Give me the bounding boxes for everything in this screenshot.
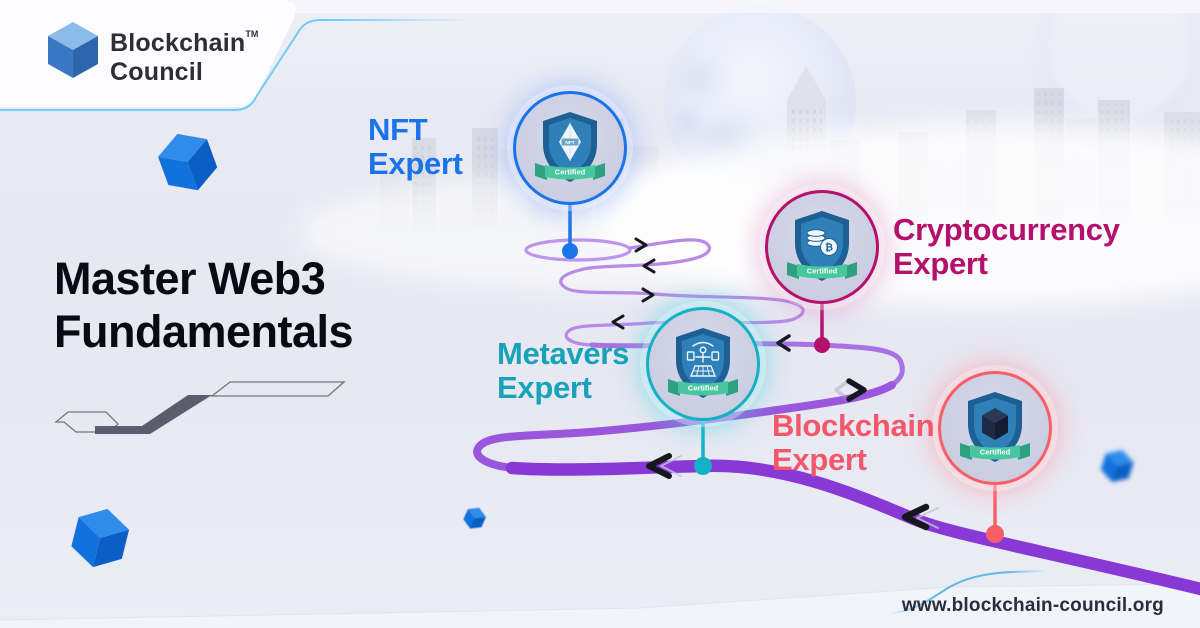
brand-logo: BlockchainTM Council (46, 18, 286, 90)
blockchain-cube-icon (982, 408, 1008, 440)
milestone-badge-cryptocurrency: ₿ Certified (765, 190, 879, 304)
badge-circle: Certified (646, 307, 760, 421)
svg-text:Certified: Certified (807, 267, 838, 276)
milestone-badge-blockchain: Certified (938, 371, 1052, 485)
svg-text:₿: ₿ (825, 242, 833, 254)
page-title: Master Web3 Fundamentals (54, 253, 354, 358)
path-direction-arrows (611, 237, 939, 531)
milestone-badge-metavers: Certified (646, 307, 760, 421)
website-url: www.blockchain-council.org (901, 595, 1164, 616)
decorative-cube-icon (1095, 444, 1139, 490)
metavers-shield-icon: Certified (668, 328, 738, 398)
cryptocurrency-shield-icon: ₿ Certified (787, 211, 857, 281)
nft-shield-icon: NFT Certified (535, 112, 605, 182)
zigzag-decoration (54, 381, 346, 434)
decorative-cube-icon (459, 502, 490, 534)
metaverse-vr-icon (686, 341, 720, 377)
brand-cube-icon (48, 22, 98, 78)
trademark: TM (245, 29, 259, 39)
decorative-cube-icon (149, 122, 228, 205)
decorative-cube-icon (63, 500, 137, 579)
milestone-dots (562, 243, 1004, 543)
accent-line-top (0, 19, 471, 111)
brand-name: BlockchainTM Council (110, 29, 259, 86)
nft-diamond-icon: NFT (559, 123, 581, 161)
badge-circle: ₿ Certified (765, 190, 879, 304)
accent-line-bottom (887, 570, 1045, 615)
certified-ribbon: Certified (787, 262, 857, 279)
certified-ribbon: Certified (668, 379, 738, 396)
certified-ribbon: Certified (535, 163, 605, 180)
svg-text:Certified: Certified (980, 448, 1011, 457)
blockchain-shield-icon: Certified (960, 392, 1030, 462)
badge-circle: NFT Certified (513, 91, 627, 205)
svg-text:Certified: Certified (688, 384, 719, 393)
svg-text:Certified: Certified (555, 168, 586, 177)
certified-ribbon: Certified (960, 443, 1030, 460)
bitcoin-coin-icon: ₿ (806, 229, 838, 256)
bottom-strip (0, 583, 1200, 628)
svg-text:NFT: NFT (565, 140, 574, 146)
badge-circle: Certified (938, 371, 1052, 485)
milestone-badge-nft: NFT Certified (513, 91, 627, 205)
